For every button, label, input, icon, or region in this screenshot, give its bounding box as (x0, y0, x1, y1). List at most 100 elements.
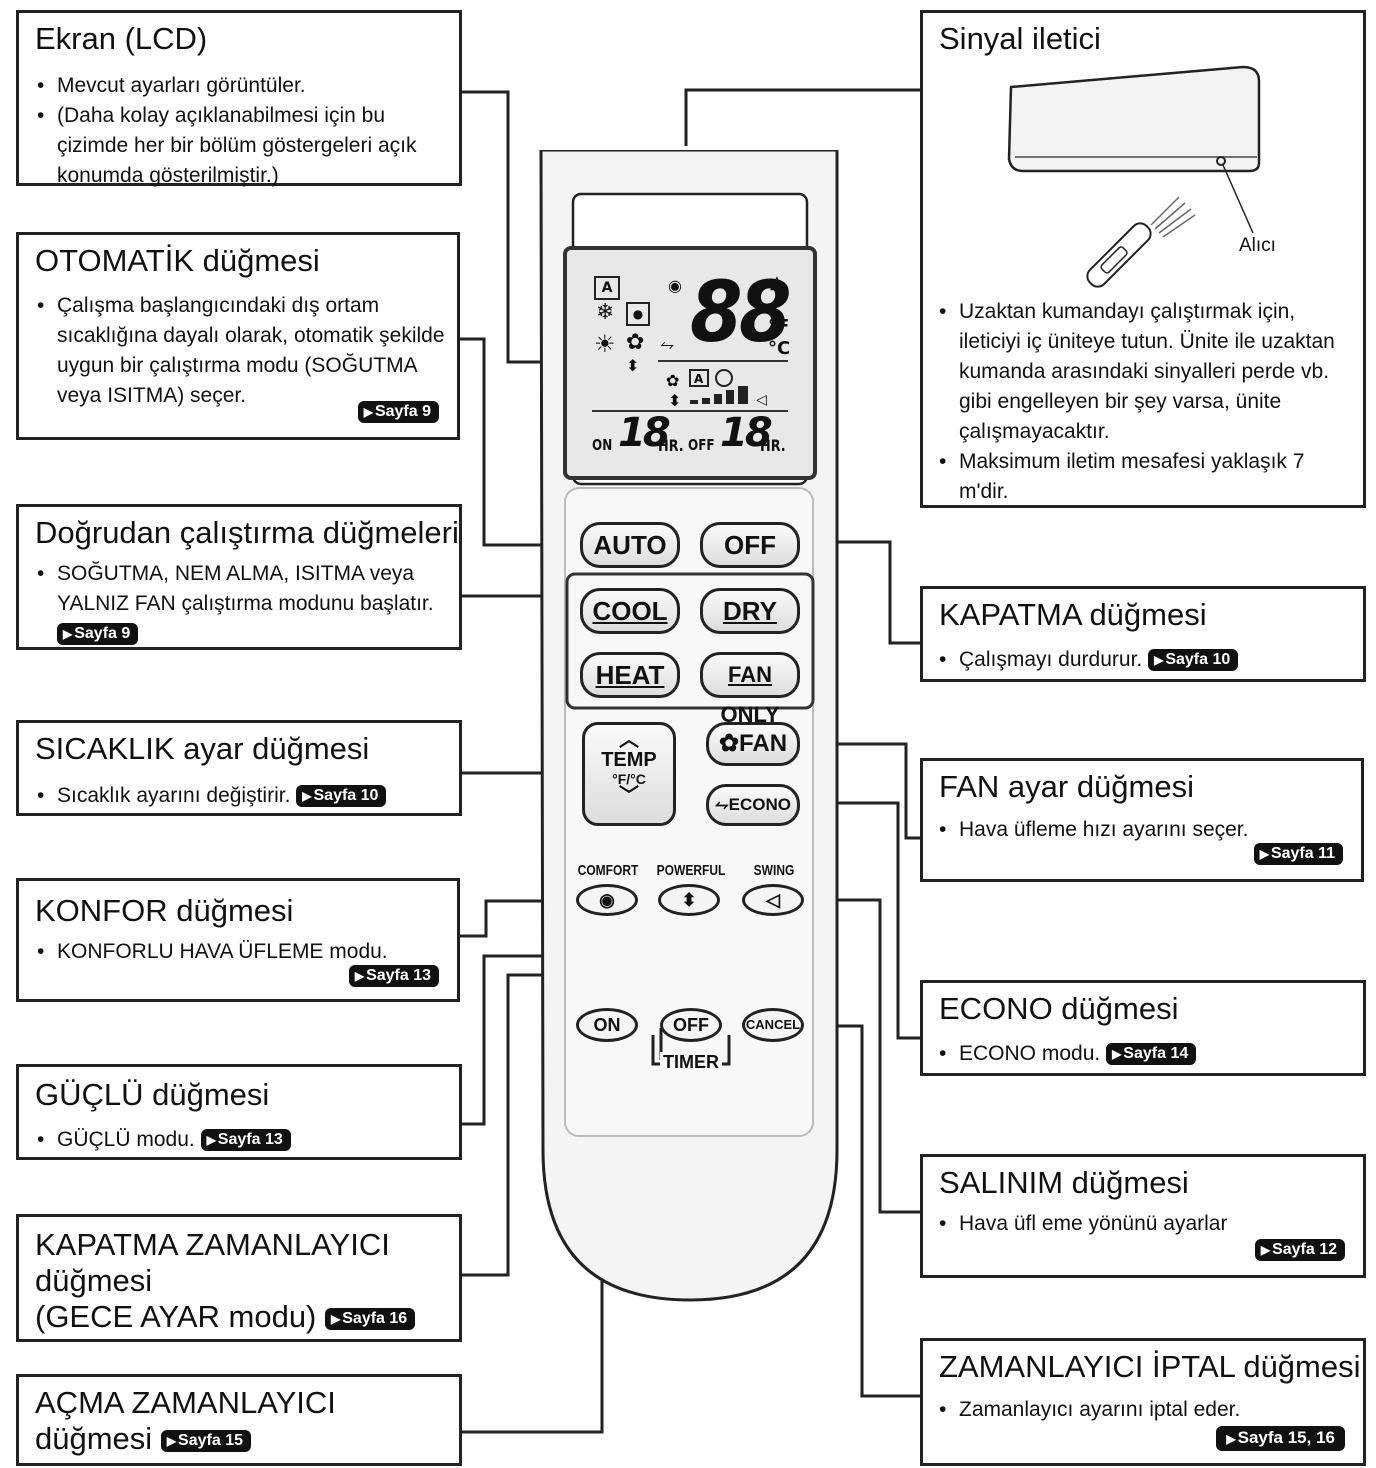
unit-f: °F (768, 316, 790, 337)
callout-title-text: düğmesi (35, 1421, 153, 1456)
hr-label: HR. (658, 436, 684, 455)
temp-down-arrow-icon: ﹀ (619, 785, 639, 807)
temp-units: °F/°C (612, 771, 646, 787)
dry-button-label: DRY (723, 596, 777, 626)
up-arrow-icon: ▲ (770, 272, 784, 293)
callout-title: AÇMA ZAMANLAYICI düğmesi ▶Sayfa 15 (35, 1385, 336, 1457)
signal-indicator-icon: ◉ (668, 276, 682, 295)
play-icon: ▶ (206, 1133, 216, 1148)
page-ref-badge[interactable]: ▶Sayfa 12 (1254, 1239, 1345, 1261)
callout-title: Sinyal iletici (939, 21, 1101, 56)
callout-title-line: düğmesi (35, 1263, 153, 1298)
callout-title: Doğrudan çalıştırma düğmeleri (35, 515, 459, 550)
powerful-button[interactable]: ⬍ (658, 884, 720, 916)
timer-on-button[interactable]: ON (576, 1008, 638, 1042)
page-ref-badge[interactable]: ▶Sayfa 13 (200, 1129, 291, 1152)
comfort-button[interactable]: ◉ (576, 884, 638, 916)
swing-button[interactable]: ◁ (742, 884, 804, 916)
off-timer-digits: 18 (720, 410, 773, 456)
page-ref: Sayfa 9 (74, 625, 131, 643)
page-ref-badge[interactable]: ▶Sayfa 9 (357, 401, 439, 423)
temp-label: TEMP (601, 749, 657, 771)
temp-up-arrow-icon: ︿ (619, 729, 639, 751)
callout-text-body: Çalışmayı durdurur. (959, 648, 1143, 671)
svg-text:✿: ✿ (666, 371, 679, 390)
page-ref: Sayfa 13 (217, 1131, 283, 1149)
fan-button[interactable]: ✿FAN (706, 722, 800, 766)
econo-indicator-icon: ⥊ (660, 334, 675, 355)
page-ref-badge[interactable]: ▶Sayfa 9 (57, 623, 139, 646)
callout-text: Mevcut ayarları görüntüler. (35, 71, 445, 101)
temp-button[interactable]: ︿ TEMP °F/°C ﹀ (582, 722, 676, 826)
callout-swing: SALINIM düğmesi Hava üfl eme yönünü ayar… (920, 1154, 1366, 1278)
swing-icon: ◁ (766, 890, 780, 910)
callout-title: GÜÇLÜ düğmesi (35, 1077, 270, 1112)
svg-text:◁: ◁ (756, 392, 767, 408)
callout-powerful: GÜÇLÜ düğmesi GÜÇLÜ modu. ▶Sayfa 13 (16, 1064, 462, 1160)
page-ref-badge[interactable]: ▶Sayfa 10 (296, 785, 387, 808)
callout-text-body: SOĞUTMA, NEM ALMA, ISITMA veya YALNIZ FA… (57, 562, 434, 615)
page-ref-badge[interactable]: ▶Sayfa 16 (325, 1307, 416, 1330)
fan-mode-icon: ✿ (626, 330, 645, 355)
callout-title: FAN ayar düğmesi (939, 769, 1194, 804)
on-timer-label: ON (592, 436, 613, 454)
callout-text-body: ECONO modu. (959, 1042, 1101, 1065)
econo-button[interactable]: ⥊ECONO (706, 784, 800, 826)
callout-temp: SICAKLIK ayar düğmesi Sıcaklık ayarını d… (16, 720, 462, 816)
callout-text: Çalışma başlangıcındaki dış ortam sıcakl… (35, 291, 445, 411)
fan-only-button[interactable]: FAN ONLY (700, 652, 800, 727)
page-ref-badge[interactable]: ▶Sayfa 15, 16 (1216, 1426, 1345, 1451)
page-ref-badge[interactable]: ▶Sayfa 14 (1106, 1043, 1197, 1066)
callout-signal: Sinyal iletici Alıcı Uzaktan kumandayı ç… (920, 10, 1366, 508)
callout-title: KAPATMA ZAMANLAYICI düğmesi (GECE AYAR m… (35, 1227, 416, 1335)
callout-off-button: KAPATMA düğmesi Çalışmayı durdurur. ▶Say… (920, 586, 1366, 682)
powerful-indicator-icon: ⬍ (626, 356, 640, 375)
off-button[interactable]: OFF (700, 522, 800, 568)
page-ref: Sayfa 15 (178, 1431, 243, 1449)
fan-icon: ✿ (718, 730, 740, 757)
page-ref-badge[interactable]: ▶Sayfa 10 (1148, 649, 1239, 672)
callout-title: Ekran (LCD) (35, 21, 208, 56)
cool-mode-icon: ❄ (596, 300, 615, 325)
page-ref: Sayfa 13 (366, 967, 431, 984)
page-ref-badge[interactable]: ▶Sayfa 15 (160, 1429, 251, 1452)
unit-c: °C (768, 338, 791, 359)
off-button-label: OFF (724, 530, 776, 560)
fan-speed-bars-icon: ✿ A ⬍ ◁ (664, 366, 784, 408)
heat-button[interactable]: HEAT (580, 652, 680, 698)
auto-button[interactable]: AUTO (580, 522, 680, 568)
play-icon: ▶ (1112, 1047, 1122, 1062)
callout-text: Hava üfl eme yönünü ayarlar (937, 1209, 1347, 1239)
temperature-digits: 88 (690, 263, 792, 361)
callout-title: ECONO düğmesi (939, 991, 1179, 1026)
play-icon: ▶ (1259, 847, 1269, 861)
lcd-display: A ❄ ☀ ● ✿ ⬍ ◉ ⥊ 88 ▲ °F °C ✿ A ⬍ ◁ ON 18… (570, 252, 814, 474)
timer-label: TIMER (660, 1052, 722, 1073)
play-icon: ▶ (1260, 1243, 1271, 1257)
page-ref-badge[interactable]: ▶Sayfa 13 (348, 965, 439, 987)
callout-text: ECONO modu. ▶Sayfa 14 (937, 1039, 1357, 1069)
auto-button-label: AUTO (593, 530, 667, 560)
timer-cancel-button[interactable]: CANCEL (742, 1008, 804, 1042)
powerful-icon: ⬍ (681, 890, 697, 910)
callout-title: KAPATMA düğmesi (939, 597, 1207, 632)
play-icon: ▶ (63, 627, 73, 642)
timer-off-button[interactable]: OFF (660, 1008, 722, 1042)
callout-text-body: GÜÇLÜ modu. (57, 1128, 195, 1151)
cool-button[interactable]: COOL (580, 588, 680, 634)
callout-text: SOĞUTMA, NEM ALMA, ISITMA veya YALNIZ FA… (35, 559, 449, 649)
callout-lcd: Ekran (LCD) Mevcut ayarları görüntüler. … (16, 10, 462, 187)
page-ref-badge[interactable]: ▶Sayfa 11 (1253, 843, 1343, 865)
on-timer-digits: 18 (618, 410, 671, 456)
callout-text: GÜÇLÜ modu. ▶Sayfa 13 (35, 1125, 455, 1155)
play-icon: ▶ (166, 1433, 177, 1448)
receiver-label: Alıcı (1239, 235, 1276, 256)
dry-mode-icon: ● (626, 302, 650, 326)
page-ref: Sayfa 12 (1272, 1241, 1337, 1258)
dry-button[interactable]: DRY (700, 588, 800, 634)
callout-text: (Daha kolay açıklanabilmesi için bu çizi… (35, 101, 445, 191)
lcd-divider (592, 410, 788, 412)
play-icon: ▶ (363, 405, 373, 419)
page-ref: Sayfa 16 (342, 1309, 408, 1327)
heat-mode-icon: ☀ (594, 330, 616, 358)
